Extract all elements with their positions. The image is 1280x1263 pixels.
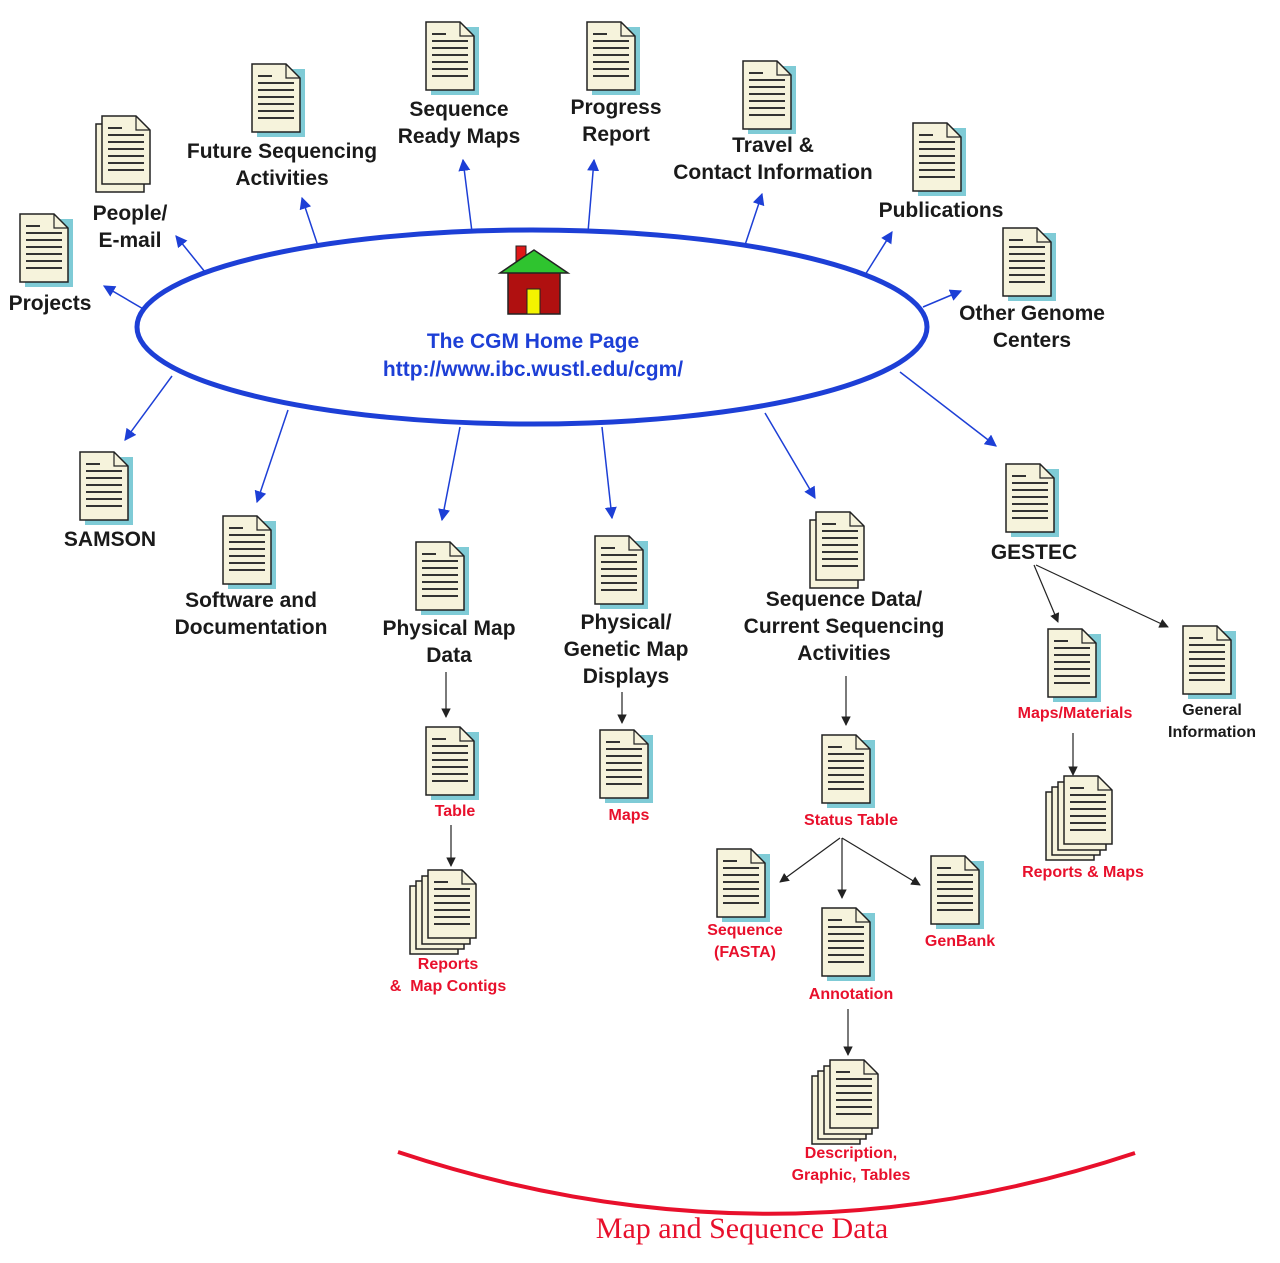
projects-document-icon[interactable]	[19, 213, 73, 287]
link-projects	[102, 285, 146, 311]
home-icon[interactable]	[497, 245, 571, 315]
reports-maps-document-stack-icon[interactable]	[1045, 775, 1113, 861]
node-travel-label[interactable]: Travel & Contact Information	[673, 134, 873, 184]
srm-document-icon[interactable]	[425, 21, 479, 95]
link-progress	[587, 158, 600, 233]
node-annotation-label[interactable]: Annotation	[808, 986, 894, 1003]
reports-contigs-document-stack-icon[interactable]	[409, 869, 477, 955]
hub-links	[102, 158, 997, 522]
node-publications-label[interactable]: Publications	[878, 199, 1004, 222]
link-status-genbank	[841, 837, 921, 886]
table-document-icon[interactable]	[425, 726, 479, 800]
node-people-label[interactable]: People/ E-mail	[92, 202, 168, 252]
link-publications	[864, 230, 893, 276]
node-status-table-label[interactable]: Status Table	[804, 812, 898, 829]
document-icons	[19, 21, 1236, 1145]
samson-document-icon[interactable]	[79, 451, 133, 525]
status-table-document-icon[interactable]	[821, 734, 875, 808]
node-progress-label[interactable]: Progress Report	[570, 96, 662, 146]
link-physical-map	[438, 426, 461, 522]
node-other-genome-label[interactable]: Other Genome Centers	[959, 302, 1105, 352]
node-future-seq-label[interactable]: Future Sequencing Activities	[186, 140, 378, 190]
link-status-fasta	[779, 837, 841, 883]
hub-ellipse[interactable]	[134, 227, 930, 427]
other-genome-document-icon[interactable]	[1002, 227, 1056, 301]
node-srm-label[interactable]: Sequence Ready Maps	[397, 98, 521, 148]
people-documents-icon[interactable]	[95, 115, 151, 193]
node-physical-map-label[interactable]: Physical Map Data	[382, 617, 516, 667]
node-general-info-label[interactable]: General Information	[1168, 702, 1256, 741]
node-samson-label[interactable]: SAMSON	[63, 528, 157, 551]
genbank-document-icon[interactable]	[930, 855, 984, 929]
phys-gen-document-icon[interactable]	[594, 535, 648, 609]
node-maps-label[interactable]: Maps	[608, 807, 650, 824]
link-samson	[124, 375, 173, 441]
node-software-label[interactable]: Software and Documentation	[174, 589, 328, 639]
fasta-document-icon[interactable]	[716, 848, 770, 922]
node-reports-contigs-label[interactable]: Reports & Map Contigs	[389, 956, 507, 995]
maps-document-icon[interactable]	[599, 729, 653, 803]
link-gestec	[899, 371, 997, 447]
node-description-label[interactable]: Description, Graphic, Tables	[791, 1145, 911, 1184]
link-software	[254, 409, 289, 504]
general-info-document-icon[interactable]	[1182, 625, 1236, 699]
link-travel	[744, 192, 765, 246]
node-genbank-label[interactable]: GenBank	[924, 933, 996, 950]
data-section-arc	[397, 1150, 1136, 1216]
link-gestec-maps	[1033, 564, 1060, 623]
node-table-label[interactable]: Table	[434, 803, 476, 820]
software-document-icon[interactable]	[222, 515, 276, 589]
footer-title: Map and Sequence Data	[595, 1212, 889, 1245]
travel-document-icon[interactable]	[742, 60, 796, 134]
hub-url[interactable]: http://www.ibc.wustl.edu/cgm/	[382, 358, 684, 381]
future-seq-document-icon[interactable]	[251, 63, 305, 137]
link-people	[175, 235, 206, 273]
hub-title[interactable]: The CGM Home Page	[426, 330, 640, 353]
node-maps-materials-label[interactable]: Maps/Materials	[1017, 705, 1133, 722]
node-seq-data-label[interactable]: Sequence Data/ Current Sequencing Activi…	[743, 588, 945, 665]
node-projects-label[interactable]: Projects	[8, 292, 92, 315]
sub-links	[441, 564, 1169, 1056]
publications-document-icon[interactable]	[912, 122, 966, 196]
seq-data-documents-icon[interactable]	[809, 511, 865, 589]
link-other-genome	[922, 289, 963, 308]
node-phys-gen-label[interactable]: Physical/ Genetic Map Displays	[563, 611, 689, 688]
link-seq-data	[764, 412, 816, 500]
physical-map-document-icon[interactable]	[415, 541, 469, 615]
node-reports-maps-label[interactable]: Reports & Maps	[1022, 864, 1144, 881]
progress-document-icon[interactable]	[586, 21, 640, 95]
link-phys-gen	[601, 426, 617, 520]
description-document-stack-icon[interactable]	[811, 1059, 879, 1145]
link-srm	[458, 158, 473, 233]
node-fasta-label[interactable]: Sequence (FASTA)	[707, 922, 783, 961]
annotation-document-icon[interactable]	[821, 907, 875, 981]
node-gestec-label[interactable]: GESTEC	[990, 541, 1078, 564]
maps-materials-document-icon[interactable]	[1047, 628, 1101, 702]
gestec-document-icon[interactable]	[1005, 463, 1059, 537]
link-future-seq	[299, 196, 319, 247]
link-gestec-general	[1035, 564, 1169, 628]
